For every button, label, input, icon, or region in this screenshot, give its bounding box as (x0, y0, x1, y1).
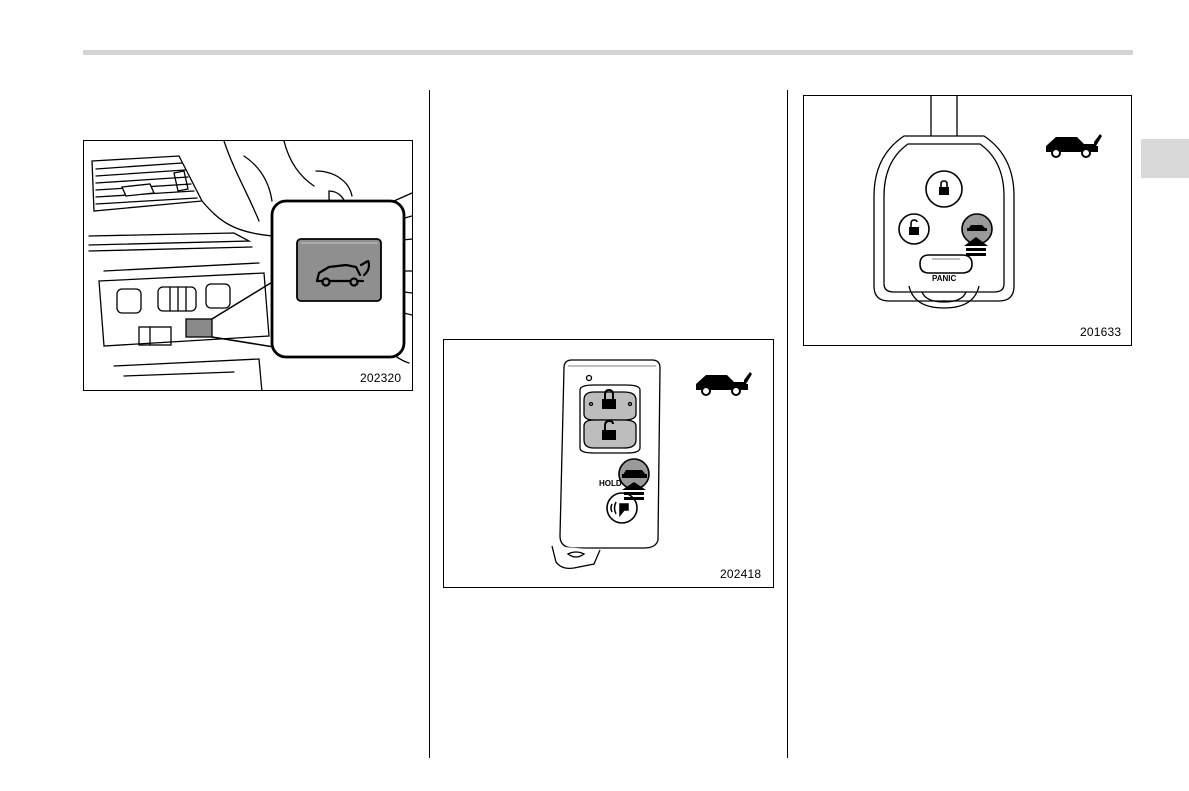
column-divider-right (787, 90, 788, 758)
column-divider-left (429, 90, 430, 758)
panic-label: PANIC (932, 274, 956, 283)
figure-number: 202320 (360, 371, 401, 385)
figure-number: 201633 (1080, 325, 1121, 339)
hold-label: HOLD (599, 479, 622, 488)
figure-keyless-remote: 201633 PANIC (803, 95, 1132, 346)
figure-access-key: 202418 HOLD (443, 339, 774, 588)
header-rule (83, 50, 1133, 55)
chapter-side-tab (1141, 139, 1189, 178)
figure-number: 202418 (720, 567, 761, 581)
dashboard-illustration (84, 141, 413, 391)
figure-dashboard-switch: 202320 (83, 140, 413, 391)
trunk-open-car-icon (1046, 134, 1102, 157)
trunk-open-car-icon (696, 372, 752, 395)
keyless-remote-illustration (804, 96, 1132, 346)
access-key-illustration (444, 340, 774, 588)
